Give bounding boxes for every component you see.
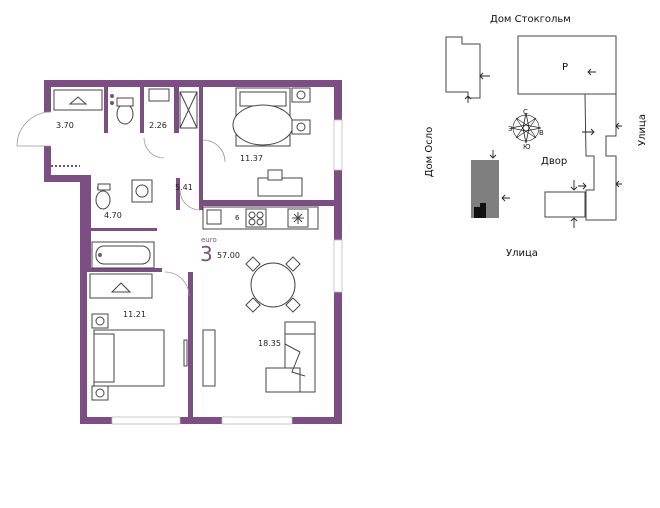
label-building-stockholm: Дом Стокгольм (490, 14, 571, 25)
label-parking: P (562, 62, 568, 73)
label-building-oslo: Дом Осло (424, 127, 435, 178)
compass-icon (510, 112, 542, 144)
area-bedroom-1: 11.37 (240, 154, 263, 163)
bedroom-2-door (164, 271, 190, 297)
section-marker (474, 207, 486, 218)
compass-south: Ю (523, 143, 531, 151)
bedroom-1-desk (257, 169, 303, 197)
compass-west: З (508, 125, 513, 133)
compass-east: В (539, 129, 544, 137)
parking-building (517, 35, 617, 95)
area-bedroom-2: 11.21 (123, 310, 146, 319)
washing-machine (131, 179, 153, 203)
bedroom-2-tv (183, 339, 188, 367)
area-corridor: 5.41 (175, 183, 193, 192)
kitchen-door (179, 189, 201, 211)
bathtub (91, 241, 155, 269)
area-kitchen-living: 18.35 (258, 339, 281, 348)
label-street-south: Улица (506, 248, 538, 259)
entrance-arrows (464, 68, 622, 228)
label-street-east: Улица (637, 114, 648, 146)
bedroom-1-bed (232, 87, 311, 147)
building-east (584, 93, 617, 221)
total-area: 57.00 (217, 251, 240, 260)
label-yard: Двор (541, 156, 567, 167)
stove-number: 6 (235, 214, 240, 222)
rooms-count: 3 (200, 242, 213, 266)
building-stockholm-west (445, 36, 481, 99)
toilet (110, 88, 170, 125)
closet-cross (179, 91, 198, 129)
euro-label: euro (201, 236, 217, 244)
compass-north: С (523, 108, 528, 116)
windows (111, 119, 343, 425)
entrance-door (16, 111, 52, 147)
bedroom-2-bed (91, 313, 165, 401)
area-wc: 2.26 (149, 121, 167, 130)
area-bathroom: 4.70 (104, 211, 122, 220)
hall-wardrobe (53, 89, 103, 111)
bedroom-1-door (202, 139, 226, 163)
interior-walls (87, 87, 339, 422)
area-hall-closet: 3.70 (56, 121, 74, 130)
building-small (544, 191, 586, 218)
dining-table (245, 256, 301, 313)
kitchen-counter (202, 206, 319, 230)
sofa (265, 321, 316, 393)
bedroom-2-wardrobe (89, 273, 153, 299)
tv-stand (202, 329, 216, 387)
bathroom-sink-toilet (95, 183, 111, 210)
wc-door (143, 137, 165, 159)
site-plan: С Ю З В Дом Стокгольм P Двор Улица Улица… (424, 14, 648, 259)
